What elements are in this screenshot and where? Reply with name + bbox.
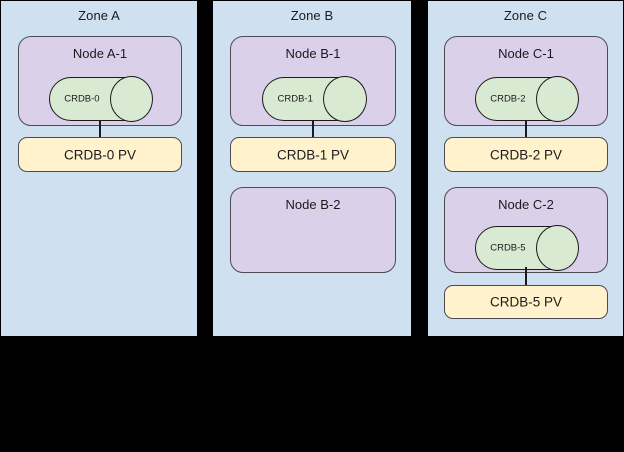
cylinder-cap bbox=[323, 76, 367, 122]
pv-crdb-5[interactable]: CRDB-5 PV bbox=[444, 285, 608, 319]
node-b-2-title: Node B-2 bbox=[285, 197, 341, 212]
pv-crdb-0-label: CRDB-0 PV bbox=[63, 147, 136, 162]
node-b-2[interactable]: Node B-2 bbox=[230, 187, 396, 273]
connector-node-c-1-to-crdb-2-pv bbox=[525, 120, 527, 138]
pv-crdb-5-label: CRDB-5 PV bbox=[489, 294, 562, 310]
pv-crdb-0[interactable]: CRDB-0 PV bbox=[18, 137, 182, 172]
node-c-2-title: Node C-2 bbox=[498, 197, 554, 212]
pv-crdb-2-label: CRDB-2 PV bbox=[489, 147, 562, 162]
node-a-1[interactable]: Node A-1 CRDB-0 bbox=[18, 36, 182, 126]
database-crdb-5-label: CRDB-5 bbox=[490, 242, 526, 254]
node-a-1-title: Node A-1 bbox=[72, 46, 128, 61]
zone-a[interactable]: Zone A Node A-1 CRDB-0 CRDB-0 PV bbox=[0, 0, 198, 337]
database-crdb-0[interactable]: CRDB-0 bbox=[49, 76, 153, 122]
database-crdb-2-label: CRDB-2 bbox=[490, 93, 526, 105]
pv-crdb-1-label: CRDB-1 PV bbox=[276, 147, 349, 162]
cylinder-cap bbox=[535, 76, 579, 122]
node-c-1-title: Node C-1 bbox=[498, 46, 554, 61]
database-crdb-1[interactable]: CRDB-1 bbox=[262, 76, 367, 122]
database-crdb-1-label: CRDB-1 bbox=[277, 93, 313, 105]
connector-node-c-2-to-crdb-5-pv bbox=[525, 267, 527, 285]
database-crdb-5[interactable]: CRDB-5 bbox=[475, 225, 579, 271]
pv-crdb-1[interactable]: CRDB-1 PV bbox=[230, 137, 396, 172]
database-crdb-0-label: CRDB-0 bbox=[64, 93, 100, 105]
node-b-1-title: Node B-1 bbox=[285, 46, 341, 61]
cylinder-cap bbox=[109, 76, 153, 122]
database-crdb-2[interactable]: CRDB-2 bbox=[475, 76, 579, 122]
zone-c[interactable]: Zone C Node C-1 CRDB-2 CRDB-2 PV Node C-… bbox=[427, 0, 624, 337]
pv-crdb-2[interactable]: CRDB-2 PV bbox=[444, 137, 608, 172]
node-b-1[interactable]: Node B-1 CRDB-1 bbox=[230, 36, 396, 126]
node-c-1[interactable]: Node C-1 CRDB-2 bbox=[444, 36, 608, 126]
connector-node-a-1-to-crdb-0-pv bbox=[99, 120, 101, 138]
zone-a-title: Zone A bbox=[78, 8, 120, 23]
zone-b-title: Zone B bbox=[290, 8, 334, 23]
node-c-2[interactable]: Node C-2 CRDB-5 bbox=[444, 187, 608, 273]
zone-b[interactable]: Zone B Node B-1 CRDB-1 CRDB-1 PV Node B-… bbox=[212, 0, 412, 337]
connector-node-b-1-to-crdb-1-pv bbox=[312, 120, 314, 138]
cylinder-cap bbox=[535, 225, 579, 271]
zone-c-title: Zone C bbox=[503, 8, 548, 23]
